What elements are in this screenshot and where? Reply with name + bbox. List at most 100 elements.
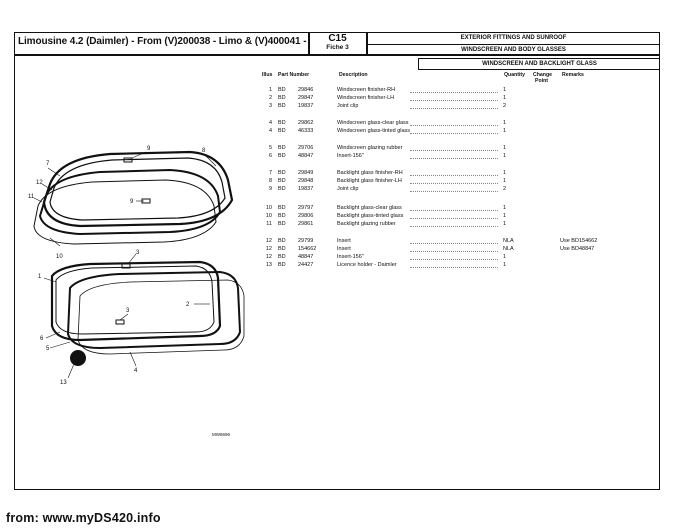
row-description: Insert-156" [337, 254, 364, 260]
row-part-number: 24427 [298, 262, 314, 268]
row-quantity: 1 [503, 205, 507, 211]
row-description: Backlight glass-tinted glass [337, 213, 404, 219]
row-quantity: 2 [503, 186, 507, 192]
col-part-number: Part Number [278, 72, 310, 78]
row-part-prefix: BD [278, 128, 286, 134]
row-part-number: 29861 [298, 221, 314, 227]
callout-label: 2 [186, 302, 190, 308]
row-quantity: 1 [503, 95, 507, 101]
row-part-prefix: BD [278, 95, 286, 101]
leader-dots [410, 92, 498, 93]
row-illus: 12 [265, 238, 272, 244]
row-quantity: 1 [503, 262, 507, 268]
callout-label: 3 [136, 250, 140, 256]
callout-label: 12 [36, 180, 43, 186]
row-part-prefix: BD [278, 120, 286, 126]
leader-dots [410, 191, 498, 192]
ref-code: C15 [328, 33, 347, 44]
row-part-prefix: BD [278, 213, 286, 219]
backlight-rubber [38, 168, 222, 236]
row-part-number: 29862 [298, 120, 314, 126]
callout-label: 1 [38, 274, 42, 280]
row-description: Windscreen glass-tinted glass [337, 128, 411, 134]
row-part-prefix: BD [278, 205, 286, 211]
row-description: Insert-156" [337, 153, 364, 159]
leader-dots [410, 267, 498, 268]
row-quantity: 1 [503, 128, 507, 134]
row-illus: 2 [268, 95, 272, 101]
exploded-diagram: 9 8 7 12 11 9 10 3 1 2 3 6 5 4 13 [28, 146, 245, 386]
row-quantity: 1 [503, 213, 507, 219]
row-quantity: 1 [503, 221, 507, 227]
page-title: Limousine 4.2 (Daimler) - From (V)200038… [18, 36, 307, 47]
row-part-number: 29848 [298, 178, 314, 184]
callout-label: 5 [46, 346, 50, 352]
row-illus: 5 [268, 145, 272, 151]
windscreen-finisher [50, 260, 222, 342]
row-description: Insert [337, 246, 351, 252]
callout-label: 8 [202, 148, 206, 154]
row-description: Windscreen finisher-LH [337, 95, 395, 101]
section-subtitle: WINDSCREEN AND BODY GLASSES [461, 47, 566, 53]
col-description: Description [339, 72, 368, 78]
row-quantity: 1 [503, 153, 507, 159]
section-box: EXTERIOR FITTINGS AND SUNROOF WINDSCREEN… [367, 33, 660, 56]
row-part-prefix: BD [278, 145, 286, 151]
row-description: Windscreen glass-clear glass [337, 120, 409, 126]
fiche-number: Fiche 3 [326, 44, 349, 51]
fiche-reference: C15 Fiche 3 [309, 33, 366, 52]
row-quantity: NLA [503, 238, 514, 244]
col-change-point: Point [535, 78, 548, 84]
source-footer: from: www.myDS420.info [6, 511, 161, 525]
row-part-number: 29846 [298, 87, 314, 93]
leader-dots [410, 210, 498, 211]
col-remarks: Remarks [562, 72, 584, 78]
row-illus: 1 [268, 87, 272, 93]
callout-label: 13 [60, 380, 67, 386]
row-description: Backlight glass finisher-RH [337, 170, 403, 176]
callout-label: 3 [126, 308, 130, 314]
callout-label: 9 [147, 146, 151, 152]
row-quantity: 1 [503, 178, 507, 184]
drawing-reference: MW8696 [212, 432, 231, 437]
row-illus: 10 [265, 205, 272, 211]
row-part-prefix: BD [278, 87, 286, 93]
row-quantity: NLA [503, 246, 514, 252]
backlight-inner-frame [49, 157, 226, 221]
leader-dots [410, 243, 498, 244]
row-part-number: 29799 [298, 238, 314, 244]
row-illus: 9 [268, 186, 272, 192]
row-description: Windscreen finisher-RH [337, 87, 396, 93]
row-illus: 12 [265, 254, 272, 260]
row-remarks: Use BD154662 [560, 238, 598, 244]
backlight-finisher-outline [42, 150, 234, 228]
row-part-number: 46333 [298, 128, 314, 134]
row-description: Joint clip [337, 186, 359, 192]
row-illus: 8 [268, 178, 272, 184]
row-illus: 12 [265, 246, 272, 252]
subsection-title: WINDSCREEN AND BACKLIGHT GLASS [418, 58, 660, 70]
row-quantity: 2 [503, 103, 507, 109]
leader-dots [410, 133, 498, 134]
joint-clip-icon [121, 263, 131, 269]
row-part-number: 29806 [298, 213, 314, 219]
row-part-prefix: BD [278, 103, 286, 109]
row-quantity: 1 [503, 120, 507, 126]
row-quantity: 1 [503, 170, 507, 176]
row-remarks: Use BD48847 [560, 246, 595, 252]
row-description: Insert [337, 238, 351, 244]
row-part-prefix: BD [278, 170, 286, 176]
header-divider [366, 32, 368, 55]
callout-label: 9 [130, 199, 134, 205]
row-illus: 10 [265, 213, 272, 219]
row-part-prefix: BD [278, 262, 286, 268]
leader-dots [410, 108, 498, 109]
row-part-prefix: BD [278, 221, 286, 227]
leader-dots [410, 251, 498, 252]
row-illus: 11 [266, 221, 272, 227]
callout-label: 10 [56, 254, 63, 260]
row-part-number: 29847 [298, 95, 314, 101]
leader-dots [410, 158, 498, 159]
row-illus: 6 [268, 153, 272, 159]
leader-dots [410, 218, 498, 219]
